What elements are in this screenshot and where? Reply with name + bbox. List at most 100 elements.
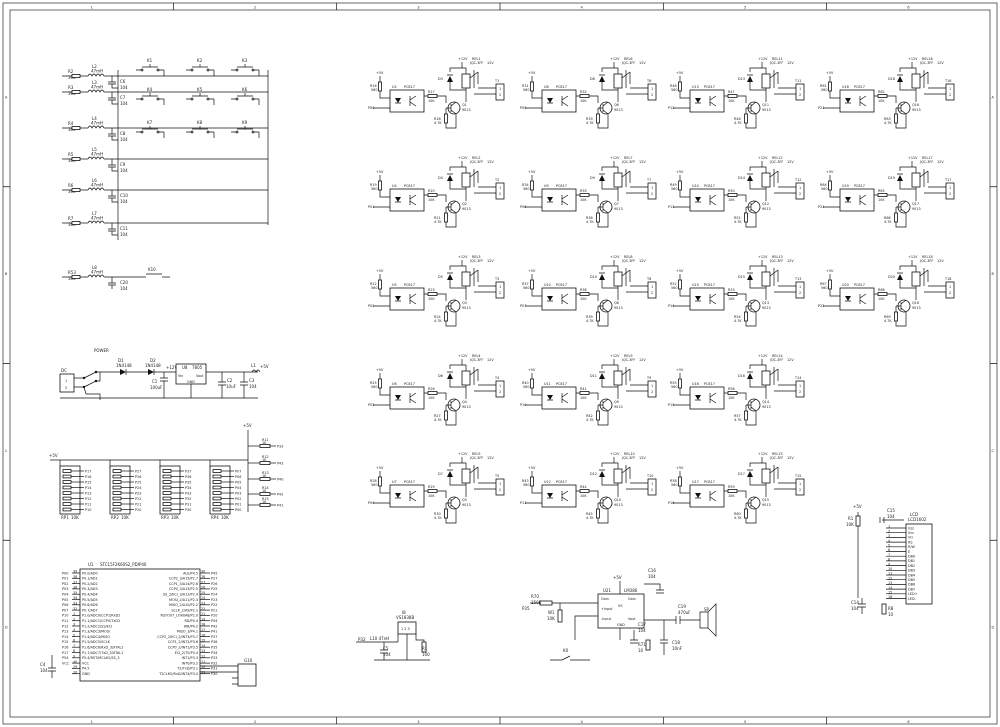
rail-label: +5V (676, 269, 684, 273)
key-switch: K2 (186, 58, 215, 76)
resistor-value: 10K (428, 99, 435, 103)
wire (445, 108, 457, 129)
transistor-part: 9013 (462, 207, 471, 211)
resistor-value: 10K (428, 198, 435, 202)
net-label: P14 (62, 635, 68, 639)
wire (747, 371, 766, 388)
resistor-value: 560 (371, 483, 377, 487)
diode-d2 (148, 369, 154, 375)
resistor-value: 4.7K (434, 418, 442, 422)
net-label: P07 (235, 470, 241, 474)
diode-ref: D12 (590, 472, 597, 476)
relay-ref: REL12 (772, 156, 783, 160)
transistor-ref: Q3 (462, 301, 467, 305)
pin-num: 7 (73, 644, 75, 648)
pin-num: 25 (201, 591, 205, 595)
lcd-pin-name: Vss (908, 526, 914, 530)
net-label: P04 (235, 486, 241, 490)
resistor-value: 560 (523, 88, 529, 92)
wire (747, 74, 766, 91)
svg-text:470uF: 470uF (678, 610, 691, 615)
net-label: P20 (211, 614, 217, 618)
pin-name: CCP1_3/A14/P2.6 (169, 582, 198, 586)
wire (679, 289, 690, 297)
keypad-matrix: R2300L247mHC6104R3300L347mHC7104R4300L44… (62, 58, 269, 240)
net-label: P22 (211, 603, 217, 607)
key-switch: K4 (136, 87, 165, 105)
svg-text:STC15F2K60S2_PDIP40: STC15F2K60S2_PDIP40 (100, 562, 147, 567)
terminal-ref: T15 (794, 474, 801, 478)
wire (547, 293, 569, 305)
lcd-pin-name: VO (908, 536, 913, 540)
transistor-ref: Q1 (462, 103, 467, 107)
be-resistor (894, 212, 898, 223)
pin-num: 9 (73, 655, 75, 659)
diode-ref: D9 (590, 176, 595, 180)
flyback-diode (897, 175, 903, 181)
net-label: P01 (235, 503, 241, 507)
net-label: P30 (211, 672, 217, 676)
terminal-ref: T5 (494, 474, 499, 478)
pin-name: P0.4/AD4 (82, 593, 98, 597)
pin-num: 18 (201, 623, 205, 627)
pull-resistor (530, 279, 534, 290)
opto-ref: U8 (544, 85, 549, 89)
inductor-value: 47mH (91, 270, 103, 275)
rail-label: +12V (458, 156, 468, 160)
svg-text:10K: 10K (547, 616, 555, 621)
resistor-value: 560 (821, 286, 827, 290)
flyback-diode (447, 471, 453, 477)
transistor-part: 9013 (762, 405, 771, 409)
frame-row-label: D (5, 626, 8, 630)
optocoupler (689, 89, 725, 113)
resistor-value: 560 (671, 88, 677, 92)
resistor-ref: R23 (428, 288, 435, 292)
resistor-value: 560 (671, 385, 677, 389)
optocoupler (839, 89, 875, 113)
cap-ref: C20 (120, 280, 128, 285)
inductor-ref: L3 (92, 80, 97, 85)
opto-part: PC817 (854, 85, 865, 89)
capacitor (108, 76, 118, 89)
optocoupler (839, 287, 875, 311)
wire (547, 95, 569, 107)
wire (747, 469, 766, 486)
wire (446, 398, 457, 412)
net-label: P04 (368, 501, 374, 505)
svg-text:G10: G10 (244, 658, 253, 663)
pin-num: 2 (499, 93, 501, 97)
resnet-ref: RP2 (111, 515, 119, 520)
pin-name: MISO_3/P4.1 (177, 630, 198, 634)
pin-name: INT0/P3.2 (182, 661, 198, 665)
flyback-diode (447, 274, 453, 280)
resistor-value: 1K (262, 474, 267, 478)
wire (617, 465, 631, 497)
relay-coil (461, 370, 471, 386)
pin-num: 13 (888, 581, 892, 585)
flyback-diode (897, 274, 903, 280)
terminal-block (647, 380, 657, 398)
pin-name: P1.4/ADC4/MISO (82, 635, 110, 639)
diode-ref: D16 (738, 374, 745, 378)
transistor-ref: Q13 (762, 301, 769, 305)
resistor-value: 10K (728, 198, 735, 202)
net-label: P14 (85, 486, 91, 490)
net-label: P36 (211, 640, 217, 644)
wire (231, 64, 259, 71)
lcd-pin-name: R/W (908, 545, 915, 549)
wire (774, 482, 796, 490)
svg-text:C17: C17 (638, 622, 646, 627)
relay-coil: 12V (937, 259, 944, 263)
pin-num: 2 (799, 488, 801, 492)
relay-coil: 12V (787, 358, 794, 362)
pin-num: 2 (888, 529, 890, 533)
relay-part: JQC-3FF (769, 160, 783, 164)
net-label: P02 (62, 582, 68, 586)
net-label: P17 (62, 651, 68, 655)
pin-num: 2 (799, 390, 801, 394)
diode-ref: D14 (738, 176, 745, 180)
relay-ref: REL2 (472, 156, 481, 160)
